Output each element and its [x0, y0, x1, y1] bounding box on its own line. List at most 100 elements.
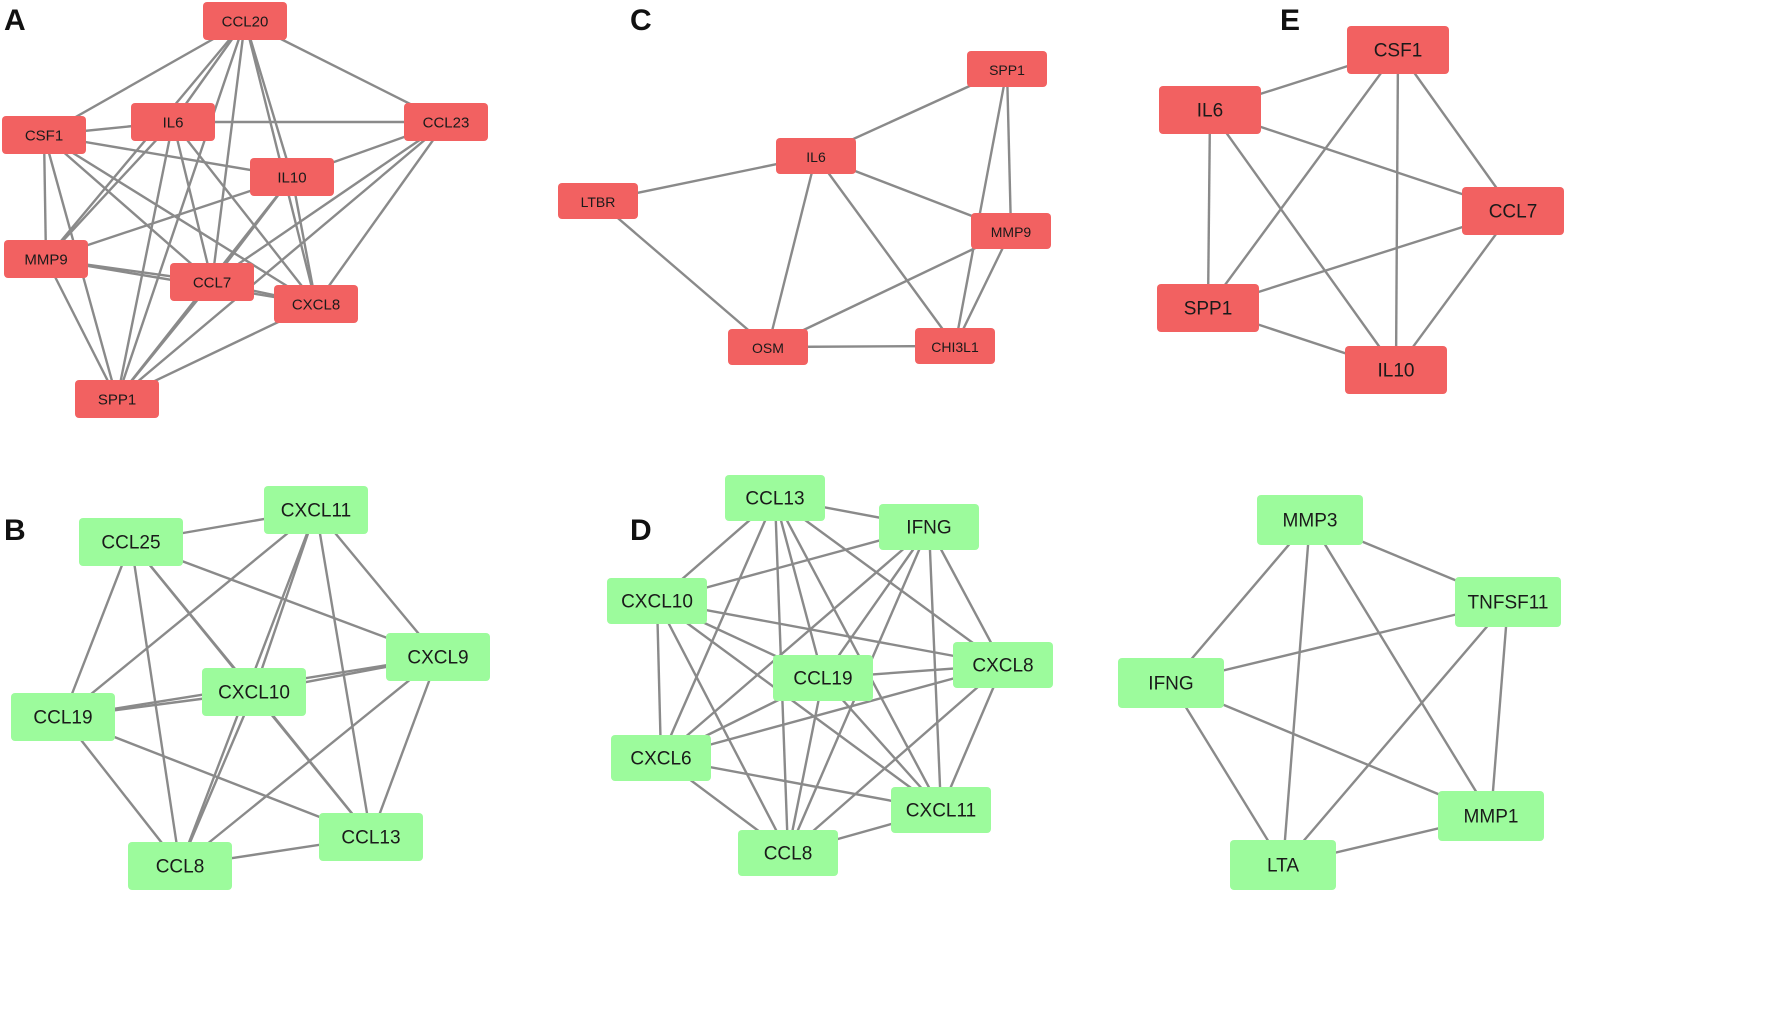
- node-box: [1257, 495, 1363, 545]
- node-c-spp1[interactable]: SPP1: [967, 51, 1047, 87]
- node-b-ccl19[interactable]: CCL19: [11, 693, 115, 741]
- node-c-ltbr[interactable]: LTBR: [558, 183, 638, 219]
- node-f-mmp1[interactable]: MMP1: [1438, 791, 1544, 841]
- edge-f-mmp3-lta: [1281, 519, 1312, 866]
- node-label: IL10: [277, 170, 306, 187]
- node-c-mmp9[interactable]: MMP9: [971, 213, 1051, 249]
- panel-d-label: D: [630, 514, 652, 547]
- node-d-ccl8[interactable]: CCL8: [738, 830, 838, 876]
- edge-d-ccl19-ccl8: [786, 677, 825, 854]
- panel-a-edges: [42, 19, 447, 401]
- node-a-cxcl8[interactable]: CXCL8: [274, 285, 358, 323]
- node-box: [274, 285, 358, 323]
- node-a-csf1[interactable]: CSF1: [2, 116, 86, 154]
- node-f-tnfsf11[interactable]: TNFSF11: [1455, 577, 1561, 627]
- node-label: IL6: [1197, 101, 1223, 122]
- node-a-mmp9[interactable]: MMP9: [4, 240, 88, 278]
- node-box: [11, 693, 115, 741]
- node-a-il10[interactable]: IL10: [250, 158, 334, 196]
- edge-c-spp1-chi3l1: [953, 68, 1009, 347]
- node-e-csf1[interactable]: CSF1: [1347, 26, 1449, 74]
- node-d-ccl19[interactable]: CCL19: [773, 655, 873, 701]
- edge-e-il6-spp1: [1206, 109, 1212, 309]
- node-box: [2, 116, 86, 154]
- node-d-cxcl6[interactable]: CXCL6: [611, 735, 711, 781]
- edge-c-il6-osm: [766, 155, 818, 348]
- node-c-chi3l1[interactable]: CHI3L1: [915, 328, 995, 364]
- node-e-il10[interactable]: IL10: [1345, 346, 1447, 394]
- node-b-cxcl9[interactable]: CXCL9: [386, 633, 490, 681]
- node-a-il6[interactable]: IL6: [131, 103, 215, 141]
- node-label: CHI3L1: [931, 339, 979, 355]
- node-box: [1455, 577, 1561, 627]
- node-a-ccl23[interactable]: CCL23: [404, 103, 488, 141]
- node-box: [1462, 187, 1564, 235]
- node-c-il6[interactable]: IL6: [776, 138, 856, 174]
- node-label: MMP9: [24, 252, 67, 269]
- edge-d-ccl13-ccl19: [773, 497, 825, 679]
- edge-f-tnfsf11-ifng: [1170, 600, 1509, 685]
- edge-c-mmp9-chi3l1: [953, 230, 1013, 347]
- edge-a-ccl20-spp1: [115, 20, 247, 400]
- panel-e-label: E: [1280, 4, 1300, 37]
- edge-a-il6-ccl7: [171, 121, 214, 283]
- node-a-ccl20[interactable]: CCL20: [203, 2, 287, 40]
- edge-a-csf1-cxcl8: [43, 133, 317, 306]
- node-b-cxcl11[interactable]: CXCL11: [264, 486, 368, 534]
- node-box: [319, 813, 423, 861]
- edge-d-cxcl10-cxcl8: [656, 599, 1004, 667]
- edge-b-cxcl11-cxcl9: [315, 509, 439, 658]
- node-box: [915, 328, 995, 364]
- edge-d-cxcl10-cxcl6: [655, 600, 663, 759]
- edge-d-ifng-cxcl6: [660, 526, 930, 759]
- edge-f-ifng-mmp1: [1170, 681, 1492, 818]
- node-e-ccl7[interactable]: CCL7: [1462, 187, 1564, 235]
- node-label: MMP9: [991, 224, 1032, 240]
- node-a-ccl7[interactable]: CCL7: [170, 263, 254, 301]
- edge-c-mmp9-osm: [767, 229, 1012, 349]
- edge-d-ccl13-cxcl8: [774, 497, 1004, 666]
- node-label: OSM: [752, 340, 784, 356]
- node-box: [1230, 840, 1336, 890]
- edge-b-cxcl9-ccl13: [369, 656, 440, 838]
- node-box: [75, 380, 159, 418]
- edge-b-ccl25-ccl19: [61, 541, 133, 718]
- node-d-cxcl11[interactable]: CXCL11: [891, 787, 991, 833]
- edge-c-spp1-mmp9: [1005, 68, 1013, 232]
- node-label: SPP1: [989, 62, 1025, 78]
- node-f-lta[interactable]: LTA: [1230, 840, 1336, 890]
- edge-d-ifng-ccl19: [822, 526, 930, 679]
- node-d-ifng[interactable]: IFNG: [879, 504, 979, 550]
- node-c-osm[interactable]: OSM: [728, 329, 808, 365]
- node-d-ccl13[interactable]: CCL13: [725, 475, 825, 521]
- node-a-spp1[interactable]: SPP1: [75, 380, 159, 418]
- node-e-spp1[interactable]: SPP1: [1157, 284, 1259, 332]
- node-label: LTA: [1267, 856, 1299, 877]
- node-b-ccl13[interactable]: CCL13: [319, 813, 423, 861]
- node-b-cxcl10[interactable]: CXCL10: [202, 668, 306, 716]
- node-f-ifng[interactable]: IFNG: [1118, 658, 1224, 708]
- node-b-ccl25[interactable]: CCL25: [79, 518, 183, 566]
- node-b-ccl8[interactable]: CCL8: [128, 842, 232, 890]
- node-label: CXCL10: [621, 592, 693, 613]
- node-label: CCL20: [222, 14, 269, 31]
- node-box: [607, 578, 707, 624]
- node-label: CCL7: [193, 275, 231, 292]
- node-label: MMP1: [1464, 807, 1519, 828]
- node-d-cxcl8[interactable]: CXCL8: [953, 642, 1053, 688]
- panel-c-edges: [597, 67, 1013, 349]
- node-label: IFNG: [1148, 674, 1193, 695]
- node-d-cxcl10[interactable]: CXCL10: [607, 578, 707, 624]
- panel-a-label: A: [4, 4, 26, 37]
- node-label: CCL7: [1489, 202, 1538, 223]
- node-box: [967, 51, 1047, 87]
- node-f-mmp3[interactable]: MMP3: [1257, 495, 1363, 545]
- node-label: CXCL9: [407, 648, 468, 669]
- node-label: CCL19: [33, 708, 92, 729]
- node-label: TNFSF11: [1468, 593, 1549, 614]
- node-e-il6[interactable]: IL6: [1159, 86, 1261, 134]
- edge-d-cxcl8-cxcl11: [939, 664, 1005, 811]
